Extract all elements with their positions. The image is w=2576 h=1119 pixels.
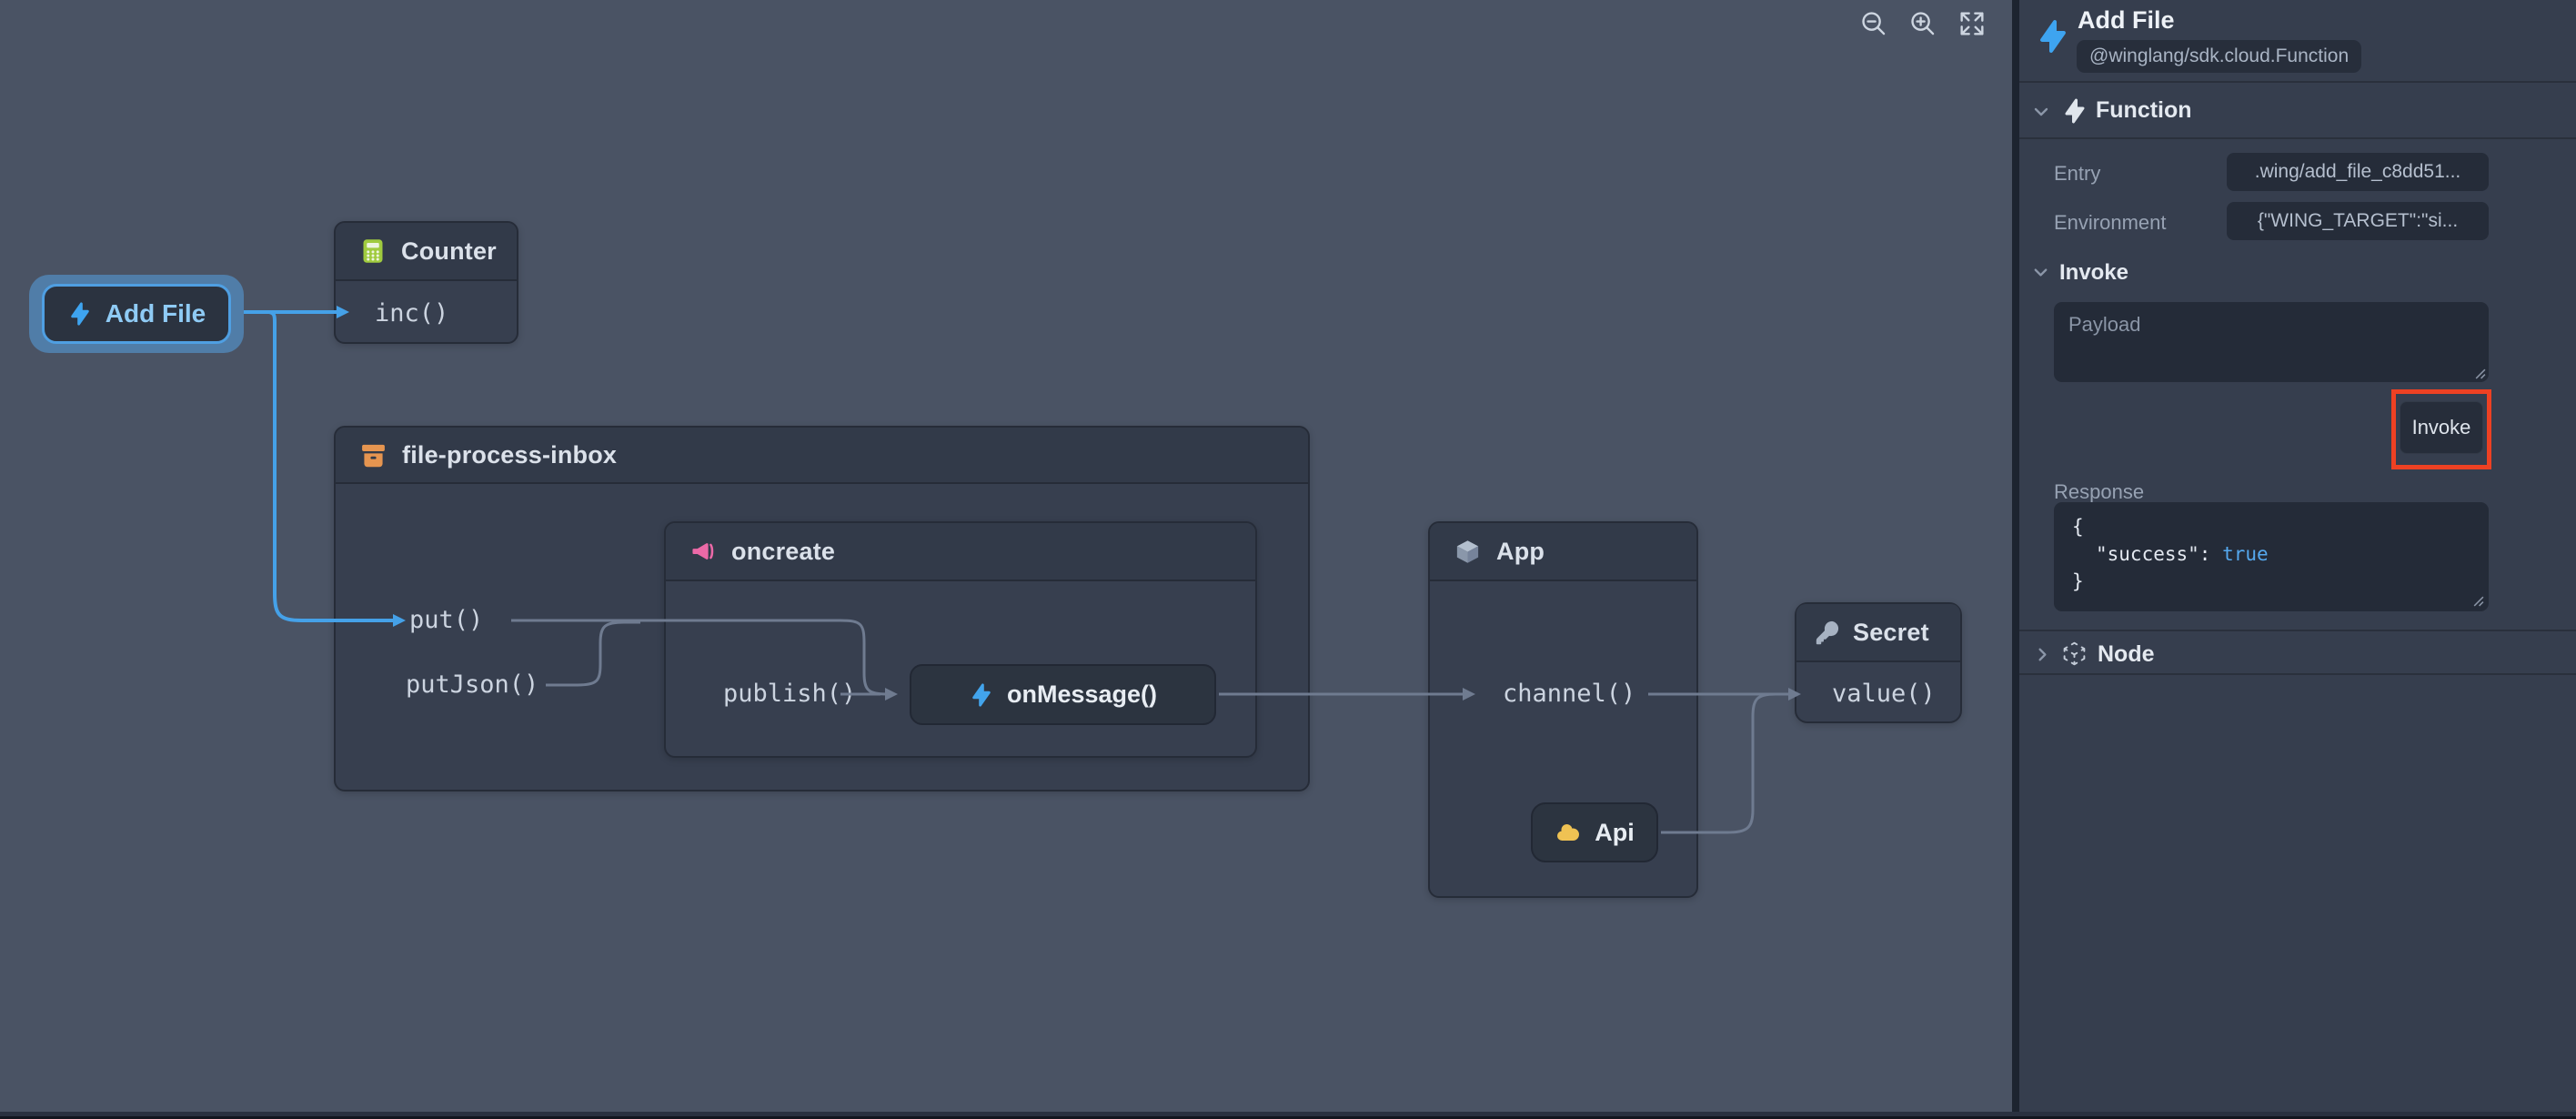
invoke-section-header[interactable]: Invoke bbox=[2019, 255, 2576, 295]
app-title: App bbox=[1496, 537, 1545, 565]
bucket-put-method: put() bbox=[409, 606, 484, 634]
app-channel-method: channel() bbox=[1503, 680, 1636, 708]
add-file-node-selection-halo: Add File bbox=[29, 275, 244, 353]
secret-header: Secret bbox=[1796, 604, 1960, 662]
oncreate-title: oncreate bbox=[731, 537, 836, 565]
invoke-button-highlight: Invoke bbox=[2391, 389, 2491, 469]
response-line-body: "success": true bbox=[2072, 540, 2470, 568]
lightning-icon bbox=[2065, 98, 2085, 124]
canvas-toolbar bbox=[1859, 9, 1987, 38]
lightning-icon bbox=[972, 682, 991, 707]
fit-screen-icon[interactable] bbox=[1957, 9, 1987, 38]
resize-handle-icon[interactable] bbox=[2472, 595, 2484, 607]
lightning-icon bbox=[70, 302, 89, 326]
panel-divider[interactable] bbox=[2012, 0, 2019, 1112]
file-process-inbox-title: file-process-inbox bbox=[402, 440, 618, 469]
response-key: "success" bbox=[2096, 543, 2199, 565]
megaphone-icon bbox=[692, 543, 714, 560]
response-line-open: { bbox=[2072, 516, 2084, 538]
response-output[interactable]: { "success": true } bbox=[2054, 502, 2489, 611]
add-file-node[interactable]: Add File bbox=[42, 284, 231, 344]
entry-field-value: .wing/add_file_c8dd51... bbox=[2227, 153, 2489, 191]
app-header: App bbox=[1430, 523, 1696, 581]
function-section-label: Function bbox=[2096, 97, 2192, 123]
secret-node[interactable]: Secret bbox=[1795, 602, 1962, 723]
onmessage-handler-node[interactable]: onMessage() bbox=[910, 664, 1216, 725]
bucket-putjson-method: putJson() bbox=[406, 670, 539, 699]
function-section-header[interactable]: Function bbox=[2019, 81, 2576, 139]
cloud-icon bbox=[1557, 824, 1580, 841]
resize-handle-icon[interactable] bbox=[2474, 368, 2486, 379]
counter-node-header: Counter bbox=[336, 223, 517, 281]
bucket-icon bbox=[362, 444, 385, 467]
node-section-header[interactable]: Node bbox=[2019, 630, 2576, 675]
inspector-panel: Add File @winglang/sdk.cloud.Function Fu… bbox=[2019, 0, 2576, 1112]
invoke-button[interactable]: Invoke bbox=[2400, 401, 2483, 454]
api-label: Api bbox=[1595, 818, 1635, 846]
cube-transparent-icon bbox=[2063, 641, 2086, 666]
counter-inc-method: inc() bbox=[375, 299, 449, 328]
counter-node-title: Counter bbox=[401, 237, 497, 265]
calculator-icon bbox=[363, 239, 383, 263]
onmessage-label: onMessage() bbox=[1006, 680, 1158, 708]
bottom-bar bbox=[0, 1112, 2576, 1119]
zoom-in-icon[interactable] bbox=[1908, 9, 1937, 38]
oncreate-header: oncreate bbox=[666, 523, 1255, 581]
secret-title: Secret bbox=[1853, 618, 1929, 646]
payload-input[interactable] bbox=[2054, 302, 2489, 382]
lightning-icon bbox=[2039, 20, 2067, 54]
environment-field-value: {"WING_TARGET":"si... bbox=[2227, 202, 2489, 240]
topic-publish-method: publish() bbox=[723, 680, 857, 708]
chevron-right-icon bbox=[2038, 648, 2047, 661]
response-value: true bbox=[2222, 543, 2269, 565]
file-process-inbox-header: file-process-inbox bbox=[336, 428, 1308, 484]
chevron-down-icon bbox=[2034, 107, 2048, 116]
cube-icon bbox=[1456, 539, 1479, 563]
panel-title: Add File bbox=[2078, 6, 2175, 34]
response-line-close: } bbox=[2072, 570, 2084, 592]
api-node[interactable]: Api bbox=[1531, 802, 1658, 862]
entry-field-label: Entry bbox=[2054, 162, 2101, 185]
response-label: Response bbox=[2054, 480, 2145, 503]
response-colon: : bbox=[2199, 543, 2223, 565]
key-icon bbox=[1816, 620, 1839, 644]
add-file-label: Add File bbox=[105, 299, 206, 328]
diagram-canvas[interactable]: Counter inc() file-process-inbox put() p… bbox=[0, 0, 2012, 1112]
node-section-label: Node bbox=[2098, 641, 2155, 667]
chevron-down-icon bbox=[2034, 268, 2048, 277]
invoke-section-label: Invoke bbox=[2059, 260, 2129, 285]
secret-value-method: value() bbox=[1832, 680, 1936, 708]
environment-field-label: Environment bbox=[2054, 211, 2167, 234]
resource-type-badge: @winglang/sdk.cloud.Function bbox=[2077, 40, 2362, 73]
zoom-out-icon[interactable] bbox=[1859, 9, 1888, 38]
